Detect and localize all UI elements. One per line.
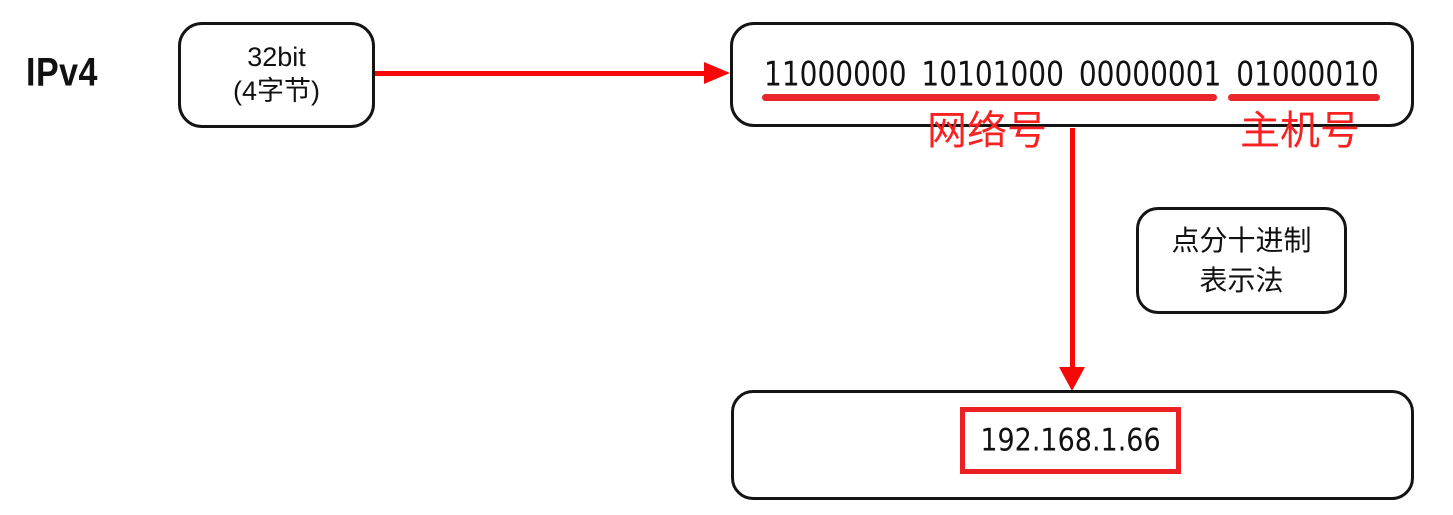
bits-box-line1: 32bit — [247, 42, 306, 73]
notation-line2: 表示法 — [1199, 264, 1284, 296]
right-arrow-shaft — [375, 71, 708, 76]
ip-address: 192.168.1.66 — [980, 422, 1161, 459]
down-arrow-icon — [1059, 367, 1085, 391]
notation-line1: 点分十进制 — [1171, 225, 1312, 257]
binary-box — [730, 22, 1414, 127]
notation-box: 点分十进制 表示法 — [1136, 207, 1347, 314]
network-underline — [762, 94, 1217, 101]
host-label: 主机号 — [1240, 109, 1360, 153]
binary-string: 11000000 10101000 00000001 01000010 — [764, 54, 1379, 95]
network-label: 网络号 — [927, 109, 1047, 153]
right-arrow-icon — [704, 62, 730, 84]
down-arrow-shaft — [1070, 128, 1075, 369]
ipv4-heading: IPv4 — [26, 50, 98, 95]
ip-highlight-frame: 192.168.1.66 — [960, 407, 1181, 474]
bits-box-line2: (4字节) — [233, 76, 320, 106]
bits-box: 32bit (4字节) — [178, 22, 375, 128]
host-underline — [1228, 94, 1380, 101]
